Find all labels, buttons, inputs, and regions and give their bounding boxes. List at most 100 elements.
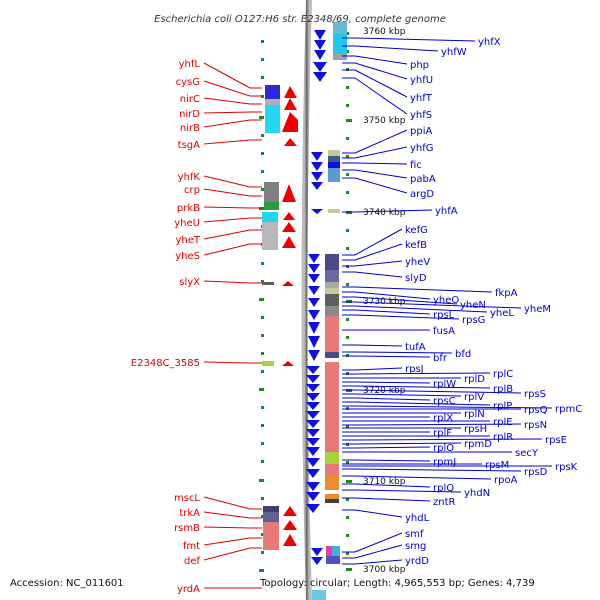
left-gene-leader [203,175,251,188]
right-gene-leader [354,62,408,80]
right-gene-leader [354,438,543,441]
right-gene-label: ppiA [410,126,432,137]
right-gene-leader [354,271,403,278]
left-gene-leader [203,229,251,240]
right-gene-label: rplW [433,379,456,390]
right-gene-label: smf [405,529,424,540]
right-gene-label: rpsH [464,424,487,435]
left-gene-label: yheT [175,235,200,246]
genome-backbone [301,0,312,600]
left-gene-leader [203,547,251,561]
left-gene-leader [203,97,251,105]
right-gene-leader [354,397,431,401]
right-gene-label: rplB [493,384,513,395]
right-gene-label: tufA [405,342,426,353]
right-gene-leader [354,146,408,159]
left-gene-leader [203,496,251,510]
right-gene-label: pabA [410,174,436,185]
left-gene-label: cysG [176,77,200,88]
right-gene-label: rplD [464,374,485,385]
accession-text: Accession: NC_011601 [10,578,124,589]
right-gene-label: yhfU [410,75,433,86]
right-gene-label: rpsC [433,396,456,407]
right-bars-top [333,22,347,60]
left-gene-label: fmt [183,541,200,552]
right-gene-label: rpoA [494,475,518,486]
left-gene-label: nirB [180,123,200,134]
right-gene-leader [354,177,408,194]
right-gene-label: rpmD [464,439,492,450]
left-gene-leader [203,206,251,209]
left-gene-leader [203,280,251,284]
left-gene-label: yheS [175,251,200,262]
position-label: 3750 kbp [363,116,406,126]
right-gene-leader [354,475,492,480]
right-gene-leader [354,301,522,309]
left-gene-labels: yhfLcysGnirCnirDnirBtsgAyhfKcrpprkByheUy… [131,59,262,595]
right-gene-label: yhdL [405,513,430,524]
right-gene-leader [354,489,462,493]
right-gene-label: smg [405,541,426,552]
left-operon-crp [262,182,296,250]
position-label: 3700 kbp [363,565,406,575]
right-gene-leader [354,532,403,553]
right-gene-label: rpsD [524,467,548,478]
right-gene-label: rpsK [555,462,578,473]
right-gene-label: rpsE [545,435,567,446]
right-gene-label: yheN [460,300,486,311]
left-gene-leader [203,526,251,529]
right-gene-label: yhfS [410,110,432,121]
right-gene-label: fkpA [495,288,518,299]
right-gene-label: fusA [433,326,455,337]
left-gene-slyX [262,281,294,286]
right-gene-label: yhdN [464,488,490,499]
right-gene-label: slyD [405,273,427,284]
right-gene-leader [354,228,403,256]
left-gene-leader [203,119,251,128]
right-gene-leader [354,446,431,449]
right-gene-label: rplQ [433,483,454,494]
right-gene-label: rpmJ [433,457,456,468]
left-gene-label: yheU [174,218,200,229]
right-gene-leader [354,497,431,502]
right-gene-leader [354,381,431,384]
right-gene-leader [354,209,433,213]
left-gene-label: prkB [177,203,200,214]
right-gene-label: secY [515,448,539,459]
right-gene-leader [354,423,522,426]
left-gene-leader [203,217,251,223]
right-gene-leader [354,344,403,347]
left-gene-label: nirC [180,94,200,105]
left-gene-label: yhfL [179,59,201,70]
left-gene-leader [203,80,251,97]
right-bars-middle [325,254,339,503]
right-gene-label: rpsL [433,310,455,321]
left-gene-label: slyX [179,277,200,288]
left-gene-leader [203,243,251,256]
right-gene-leader [354,243,403,261]
right-gene-label: bfr [433,353,448,364]
right-gene-label: yrdD [405,556,429,567]
right-gene-label: rplP [493,401,512,412]
left-gene-leader [203,537,251,546]
left-gene-E2348C-3585 [262,361,294,366]
right-gene-label: bfd [455,349,471,360]
left-gene-label: mscL [174,493,200,504]
right-gene-leader [354,291,431,300]
right-arrows-bottom [311,546,340,600]
right-gene-leader [354,405,553,409]
right-gene-leader [354,468,522,472]
right-gene-leader [354,45,439,52]
right-gene-label: yhfT [410,93,433,104]
right-gene-label: yheL [490,308,514,319]
right-gene-label: kefB [405,240,427,251]
left-gene-leader [203,111,251,114]
right-gene-label: yheV [405,257,430,268]
right-arrow-yhfA [311,209,323,214]
left-gene-label: nirD [179,109,200,120]
right-gene-label: yhfG [410,143,434,154]
left-gene-label: crp [184,185,200,196]
left-operon-fmt [263,506,297,550]
right-gene-leader [354,309,431,315]
right-gene-label: rplV [464,392,484,403]
